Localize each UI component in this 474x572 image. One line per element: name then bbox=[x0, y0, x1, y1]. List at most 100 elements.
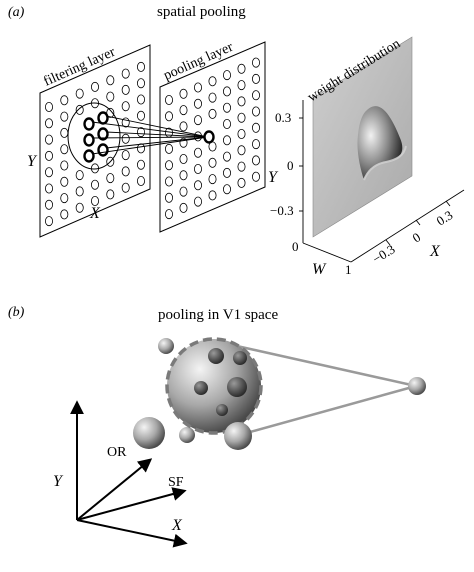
layer-cell bbox=[164, 209, 173, 220]
filtering-layer-plane bbox=[39, 44, 151, 238]
layer-cell bbox=[237, 128, 246, 139]
layer-cell bbox=[121, 166, 130, 177]
inner-sphere bbox=[194, 381, 208, 395]
layer-cell bbox=[179, 153, 188, 164]
layer-cell bbox=[121, 133, 130, 144]
layer-cell bbox=[60, 176, 69, 187]
layer-cell bbox=[237, 80, 246, 91]
layer-cell bbox=[136, 94, 145, 105]
layer-cell bbox=[222, 135, 231, 146]
layer-cell bbox=[60, 144, 69, 155]
inner-sphere bbox=[233, 351, 247, 365]
layer-cell bbox=[179, 202, 188, 213]
pooling-region-outline bbox=[67, 102, 121, 170]
layer-cell bbox=[45, 167, 54, 178]
layer-cell bbox=[75, 202, 84, 213]
layer-cell bbox=[106, 173, 115, 184]
layer-cell bbox=[222, 86, 231, 97]
inner-sphere bbox=[227, 377, 247, 397]
layer-cell bbox=[45, 183, 54, 194]
axis-sf-label: SF bbox=[168, 475, 184, 490]
layer-cell bbox=[193, 82, 202, 93]
layer-cell bbox=[193, 115, 202, 126]
pooled-filter-cells bbox=[83, 111, 109, 163]
weight-x-axis-label: X bbox=[429, 243, 441, 260]
weight-w-axis-label: W bbox=[312, 261, 327, 278]
weight-y-tick-0: 0.3 bbox=[275, 110, 291, 125]
pooled-unit-sphere bbox=[408, 377, 426, 395]
pooling-layer-cells bbox=[164, 57, 260, 220]
layer-cell bbox=[136, 175, 145, 186]
layer-cell bbox=[106, 75, 115, 86]
edge-sphere bbox=[224, 422, 252, 450]
layer-cell bbox=[45, 199, 54, 210]
layer-cell bbox=[136, 143, 145, 154]
layer-cell bbox=[222, 102, 231, 113]
weight-distribution-plot bbox=[299, 36, 465, 263]
panel-a-title: spatial pooling bbox=[157, 4, 246, 20]
weight-w-tick-0: 0 bbox=[292, 239, 299, 254]
weight-y-axis-label: Y bbox=[268, 169, 279, 186]
outer-sphere bbox=[179, 427, 195, 443]
layer-cell bbox=[193, 98, 202, 109]
layer-cell bbox=[251, 57, 260, 68]
layer-cell bbox=[222, 70, 231, 81]
outer-sphere bbox=[158, 338, 174, 354]
layer-cell bbox=[251, 155, 260, 166]
layer-cell bbox=[91, 179, 100, 190]
weight-w-tick-1: 1 bbox=[345, 262, 352, 277]
layer-cell bbox=[60, 160, 69, 171]
layer-cell bbox=[222, 167, 231, 178]
layer-cell bbox=[193, 180, 202, 191]
layer-cell bbox=[136, 127, 145, 138]
layer-cell bbox=[179, 105, 188, 116]
layer-cell bbox=[60, 111, 69, 122]
outer-sphere bbox=[133, 417, 165, 449]
layer-cell bbox=[237, 145, 246, 156]
layer-cell bbox=[75, 88, 84, 99]
layer-cell bbox=[121, 150, 130, 161]
layer-cell bbox=[164, 111, 173, 122]
layer-cell bbox=[251, 139, 260, 150]
layer-cell bbox=[60, 193, 69, 204]
pool-projection-lines bbox=[209, 338, 417, 434]
inner-sphere bbox=[216, 404, 228, 416]
layer-cell bbox=[222, 184, 231, 195]
layer-cell bbox=[237, 96, 246, 107]
layer-cell bbox=[251, 106, 260, 117]
layer-cell bbox=[136, 159, 145, 170]
layer-cell bbox=[106, 189, 115, 200]
layer-cell bbox=[75, 170, 84, 181]
pooling-connections bbox=[91, 115, 209, 155]
layer-cell bbox=[121, 101, 130, 112]
layer-cell bbox=[251, 90, 260, 101]
layer-cell bbox=[164, 143, 173, 154]
layer-cell bbox=[164, 160, 173, 171]
inner-sphere bbox=[208, 348, 224, 364]
layer-cell bbox=[121, 84, 130, 95]
layer-cell bbox=[193, 163, 202, 174]
panel-b-label: (b) bbox=[8, 305, 25, 320]
layer-cell bbox=[179, 170, 188, 181]
axis-x-label-a: X bbox=[89, 205, 101, 222]
layer-cell bbox=[75, 104, 84, 115]
layer-cell bbox=[45, 216, 54, 227]
layer-cell bbox=[251, 73, 260, 84]
layer-cell bbox=[136, 78, 145, 89]
layer-cell bbox=[164, 192, 173, 203]
layer-cell bbox=[193, 147, 202, 158]
layer-cell bbox=[121, 182, 130, 193]
layer-cell bbox=[164, 95, 173, 106]
layer-cell bbox=[45, 118, 54, 129]
axis-or-label: OR bbox=[107, 445, 127, 460]
panel-b-title: pooling in V1 space bbox=[158, 307, 278, 323]
layer-cell bbox=[208, 174, 217, 185]
layer-cell bbox=[193, 196, 202, 207]
weight-x-tick-2: 0.3 bbox=[434, 207, 456, 228]
layer-cell bbox=[91, 81, 100, 92]
weight-y-tick-1: 0 bbox=[287, 158, 294, 173]
pooling-unit bbox=[203, 130, 215, 144]
layer-cell bbox=[251, 171, 260, 182]
